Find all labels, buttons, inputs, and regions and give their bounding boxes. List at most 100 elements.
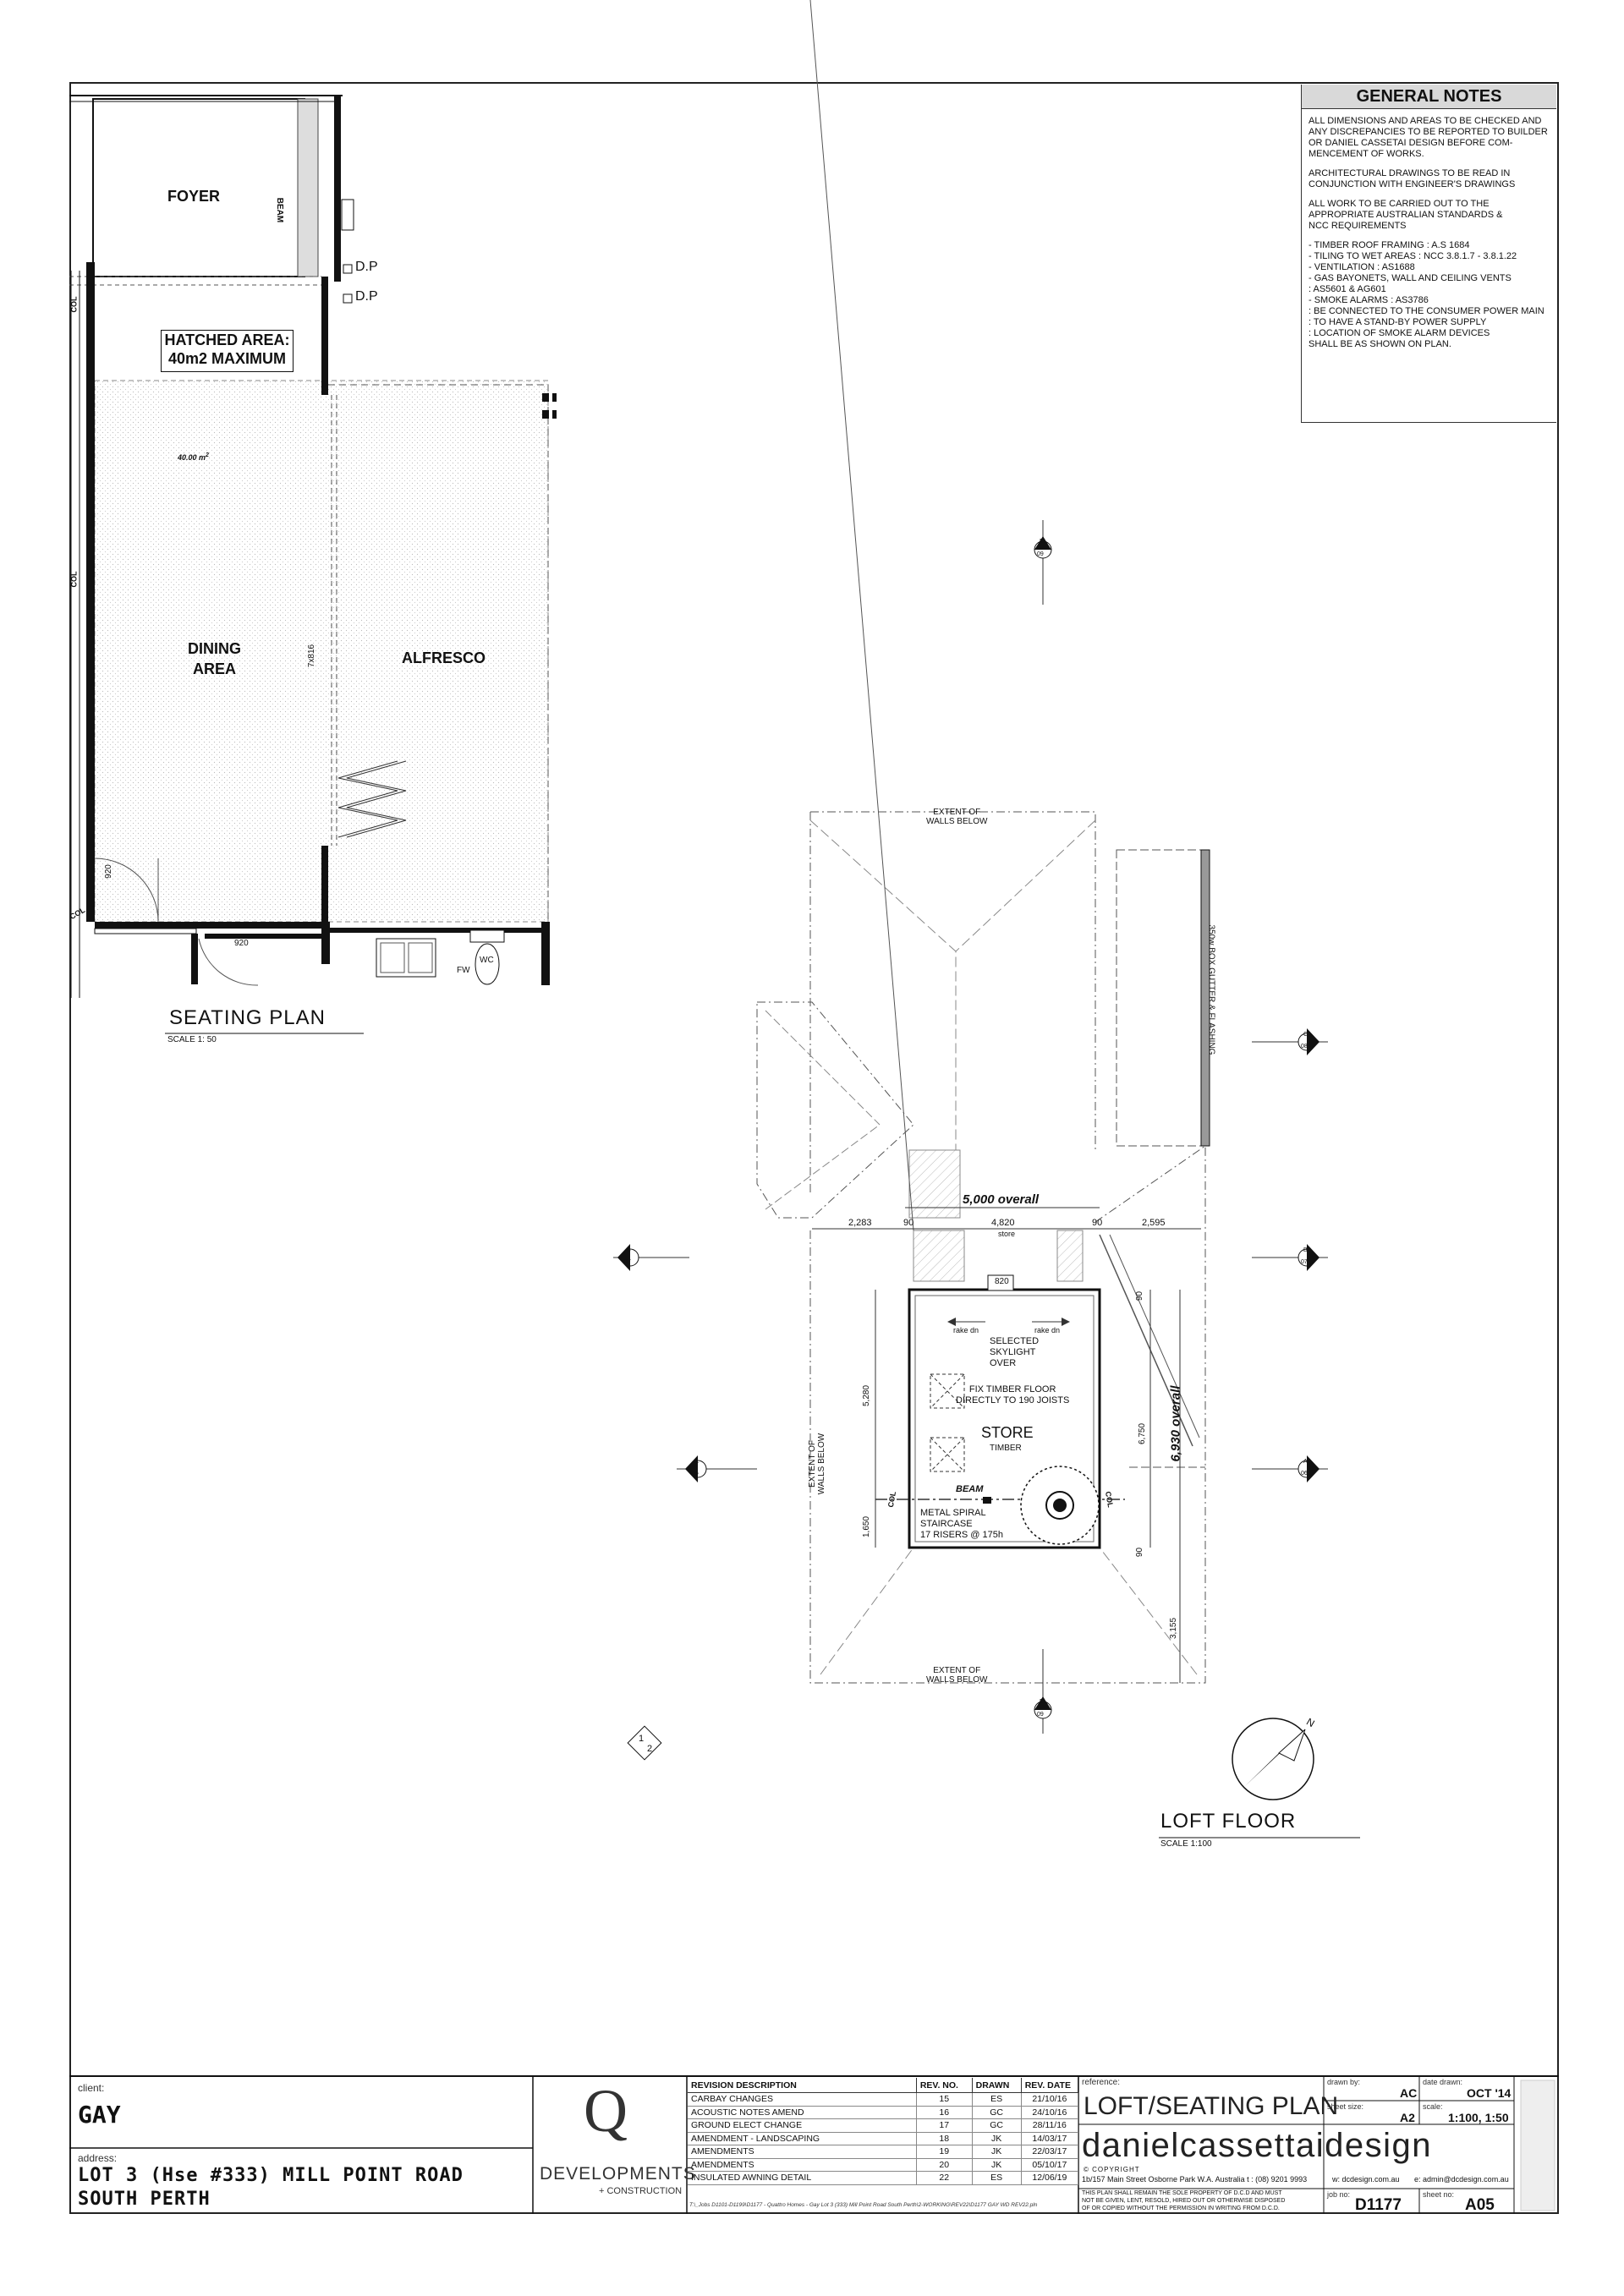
rev-drawn: GC (972, 2118, 1022, 2133)
scale-value: 1:100, 1:50 (1448, 2111, 1509, 2124)
dimension-label: 2,283 (848, 1218, 872, 1228)
dimension-label: 90 (1135, 1547, 1145, 1558)
date-drawn-label: date drawn: (1423, 2078, 1463, 2086)
column-label: COL (69, 571, 79, 588)
section-markers (613, 520, 1328, 1761)
marker-number: 09 (1037, 1712, 1044, 1718)
revision-header: REVISION DESCRIPTION (688, 2078, 917, 2093)
dimension-label: 90 (1135, 1290, 1145, 1301)
room-label-foyer: FOYER (167, 188, 221, 205)
rev-no: 16 (916, 2106, 973, 2119)
firm-web: w: dcdesign.com.au (1332, 2175, 1400, 2184)
loft-floor-plan (756, 0, 1360, 1838)
skylight-note: SELECTED SKYLIGHT OVER (990, 1336, 1039, 1369)
floor-note: FIX TIMBER FLOOR DIRECTLY TO 190 JOISTS (956, 1384, 1069, 1406)
seating-plan-scale: SCALE 1: 50 (167, 1035, 217, 1044)
job-no-label: job no: (1327, 2190, 1351, 2199)
date-drawn-value: OCT '14 (1467, 2086, 1512, 2100)
address-label: address: (78, 2152, 118, 2164)
beam-label: BEAM (956, 1484, 984, 1494)
extent-of-walls-top: EXTENT OF WALLS BELOW (926, 808, 987, 826)
timber-label: TIMBER (990, 1444, 1022, 1453)
fw-label: FW (457, 966, 470, 975)
copyright: © COPYRIGHT (1084, 2166, 1140, 2173)
rev-date: 21/10/16 (1021, 2092, 1079, 2107)
rev-desc: AMENDMENTS (688, 2145, 917, 2159)
dimension-label: 3,155 (1169, 1617, 1179, 1640)
dimension-label: 920 (234, 939, 249, 948)
rev-no: 18 (916, 2132, 973, 2145)
rev-desc: CARBAY CHANGES (688, 2092, 917, 2107)
extent-line2: WALLS BELOW (926, 817, 988, 826)
dimension-label: 90 (1092, 1218, 1103, 1228)
dimension-label: 820 (995, 1277, 1009, 1286)
wc-label: WC (480, 956, 494, 965)
area-dimension: 40.00 m2 (178, 452, 209, 462)
dimension-label: 1,650 (862, 1515, 872, 1538)
marker-letter: A (694, 1459, 699, 1465)
legal-notice: THIS PLAN SHALL REMAIN THE SOLE PROPERTY… (1082, 2190, 1286, 2211)
dp-label: D.P (355, 289, 378, 304)
staircase-line3: 17 RISERS @ 175h (920, 1530, 1003, 1540)
skylight-line3: OVER (990, 1358, 1017, 1368)
revision-table: REVISION DESCRIPTION REV. NO. DRAWN REV.… (688, 2078, 1079, 2185)
extent-line2: WALLS BELOW (817, 1433, 827, 1495)
room-label-store: STORE (981, 1424, 1034, 1441)
sheet-size-label: sheet size: (1327, 2102, 1364, 2111)
rev-date: 12/06/19 (1021, 2171, 1079, 2185)
title-block-frame (69, 2075, 1559, 2214)
rev-drawn: GC (972, 2106, 1022, 2119)
file-path: T:\_Jobs D1101-D1199\D1177 - Quattro Hom… (689, 2202, 1038, 2208)
drawing-sheet-border (69, 82, 1559, 2214)
marker-letter: B (627, 1247, 631, 1253)
rev-no: 20 (916, 2158, 973, 2172)
overall-length-dimension: 6,930 overall (1168, 1385, 1183, 1462)
client-name: GAY (78, 2101, 121, 2129)
revision-header: REV. DATE (1021, 2078, 1079, 2093)
room-label-dining: DINING AREA (188, 638, 241, 679)
marker-number: 07 (624, 1259, 631, 1265)
marker-number: 07 (1301, 1259, 1308, 1265)
staircase-line2: STAIRCASE (920, 1519, 973, 1529)
sheet-no-value: A05 (1465, 2196, 1495, 2214)
extent-of-walls-bottom: EXTENT OF WALLS BELOW (926, 1666, 987, 1685)
hatched-area-line2: 40m2 MAXIMUM (167, 350, 287, 367)
rev-no: 22 (916, 2171, 973, 2185)
rev-no: 15 (916, 2092, 973, 2107)
marker-number: 09 (1037, 551, 1044, 557)
rev-drawn: JK (972, 2145, 1022, 2159)
revision-header-row: REVISION DESCRIPTION REV. NO. DRAWN REV.… (688, 2078, 1079, 2093)
note-paragraph: ALL WORK TO BE CARRIED OUT TO THE APPROP… (1309, 199, 1503, 231)
hatched-area-box: HATCHED AREA: 40m2 MAXIMUM (161, 330, 294, 372)
dimension-label: 90 (903, 1218, 914, 1228)
firm-address: 1b/157 Main Street Osborne Park W.A. Aus… (1082, 2175, 1308, 2184)
rev-drawn: JK (972, 2132, 1022, 2145)
revision-header: DRAWN (972, 2078, 1022, 2093)
logo-construction: + CONSTRUCTION (599, 2186, 683, 2196)
beam-label: BEAM (275, 197, 285, 223)
marker-letter: D (1040, 1699, 1045, 1705)
rev-date: 28/11/16 (1021, 2118, 1079, 2133)
drawing-title: LOFT/SEATING PLAN (1084, 2092, 1339, 2120)
store-small-label: store (998, 1230, 1016, 1238)
dimension-label: 7x816 (307, 644, 317, 668)
rev-date: 24/10/16 (1021, 2106, 1079, 2119)
marker-letter: A (1303, 1459, 1308, 1465)
extent-of-walls-side: EXTENT OF WALLS BELOW (808, 1433, 826, 1494)
rev-desc: GROUND ELECT CHANGE (688, 2118, 917, 2133)
extent-line1: EXTENT OF (808, 1440, 818, 1488)
marker-letter: D (1040, 539, 1045, 545)
dining-line1: DINING (188, 640, 241, 657)
staircase-line1: METAL SPIRAL (920, 1508, 986, 1518)
dimension-label: 4,820 (991, 1218, 1015, 1228)
reference-label: reference: (1082, 2078, 1121, 2087)
dining-line2: AREA (192, 660, 236, 677)
marker-letter: B (1303, 1247, 1308, 1253)
skylight-line2: SKYLIGHT (990, 1347, 1036, 1357)
marker-letter: C (1303, 1032, 1309, 1038)
